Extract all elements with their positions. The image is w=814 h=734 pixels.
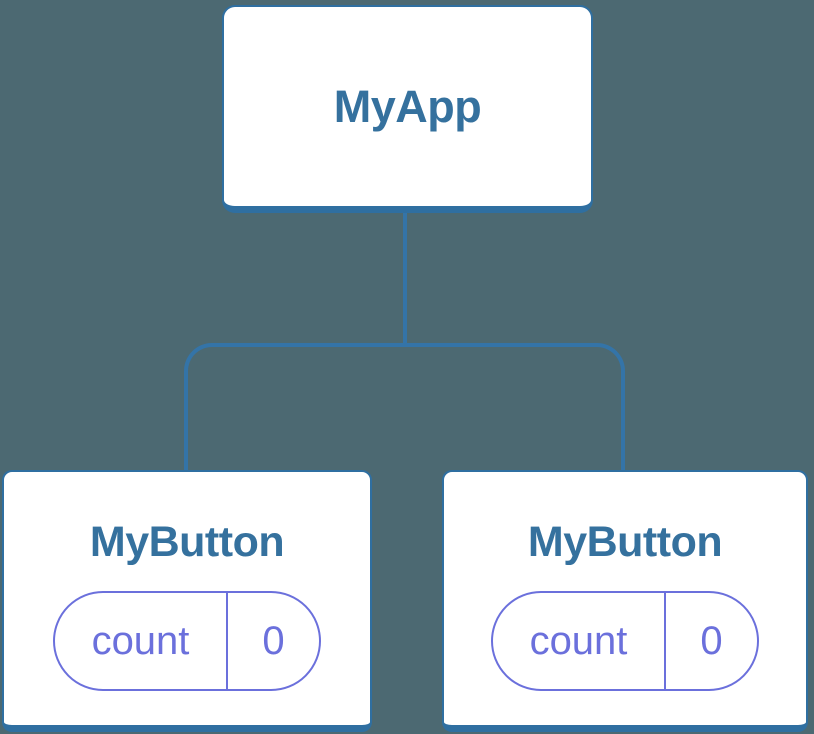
root-component-node: MyApp	[222, 5, 593, 213]
child-component-label: MyButton	[527, 518, 723, 566]
state-value: 0	[700, 618, 723, 663]
state-pill: count 0	[53, 591, 321, 691]
state-key: count	[493, 593, 666, 689]
child-component-node-left: MyButton count 0	[2, 470, 372, 732]
child-component-label: MyButton	[89, 518, 285, 566]
state-value: 0	[262, 618, 285, 663]
state-key: count	[55, 593, 228, 689]
state-pill: count 0	[491, 591, 759, 691]
parent-connector-line	[403, 211, 407, 347]
children-connector-bracket	[184, 343, 625, 476]
root-component-label: MyApp	[333, 80, 482, 132]
child-component-node-right: MyButton count 0	[442, 470, 808, 732]
